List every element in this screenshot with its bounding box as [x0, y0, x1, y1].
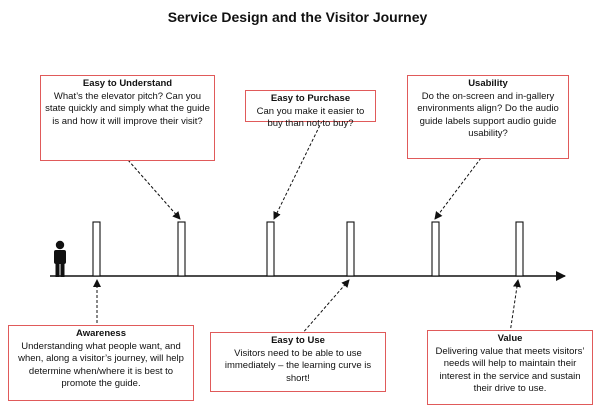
arrow-purchase	[273, 120, 323, 220]
arrow-usability	[434, 157, 482, 220]
box-body: Can you make it easier to buy than not t…	[256, 105, 365, 130]
box-easy-to-use: Easy to Use Visitors need to be able to …	[210, 332, 386, 392]
box-body: Understanding what people want, and when…	[18, 340, 184, 390]
arrow-easy-to-use	[300, 279, 350, 336]
box-body: Visitors need to be able to use immediat…	[224, 347, 372, 384]
box-heading: Value	[497, 333, 523, 344]
milestone-post-3	[266, 221, 275, 277]
box-heading: Easy to Use	[271, 335, 325, 346]
milestone-post-1	[92, 221, 101, 277]
box-body: What’s the elevator pitch? Can you state…	[45, 90, 210, 127]
milestone-post-6	[515, 221, 524, 277]
box-awareness: Awareness Understanding what people want…	[8, 325, 194, 401]
timeline-arrowhead	[556, 271, 566, 281]
arrow-understand	[127, 159, 181, 220]
box-easy-to-purchase: Easy to Purchase Can you make it easier …	[245, 90, 376, 129]
box-heading: Easy to Understand	[82, 78, 173, 89]
box-heading: Usability	[468, 78, 508, 89]
page-title: Service Design and the Visitor Journey	[167, 9, 428, 25]
box-usability: Usability Do the on-screen and in-galler…	[407, 75, 569, 159]
milestone-post-5	[431, 221, 440, 277]
box-body: Do the on-screen and in-gallery environm…	[417, 90, 559, 140]
box-easy-to-understand: Easy to Understand What’s the elevator p…	[40, 75, 215, 161]
box-heading: Easy to Purchase	[270, 93, 351, 104]
milestone-post-4	[346, 221, 355, 277]
box-heading: Awareness	[76, 328, 126, 339]
milestone-post-2	[177, 221, 186, 277]
box-value: Value Delivering value that meets visito…	[427, 330, 593, 405]
person-icon	[54, 240, 66, 277]
arrow-value	[509, 279, 521, 334]
box-body: Delivering value that meets visitors’ ne…	[435, 345, 585, 395]
